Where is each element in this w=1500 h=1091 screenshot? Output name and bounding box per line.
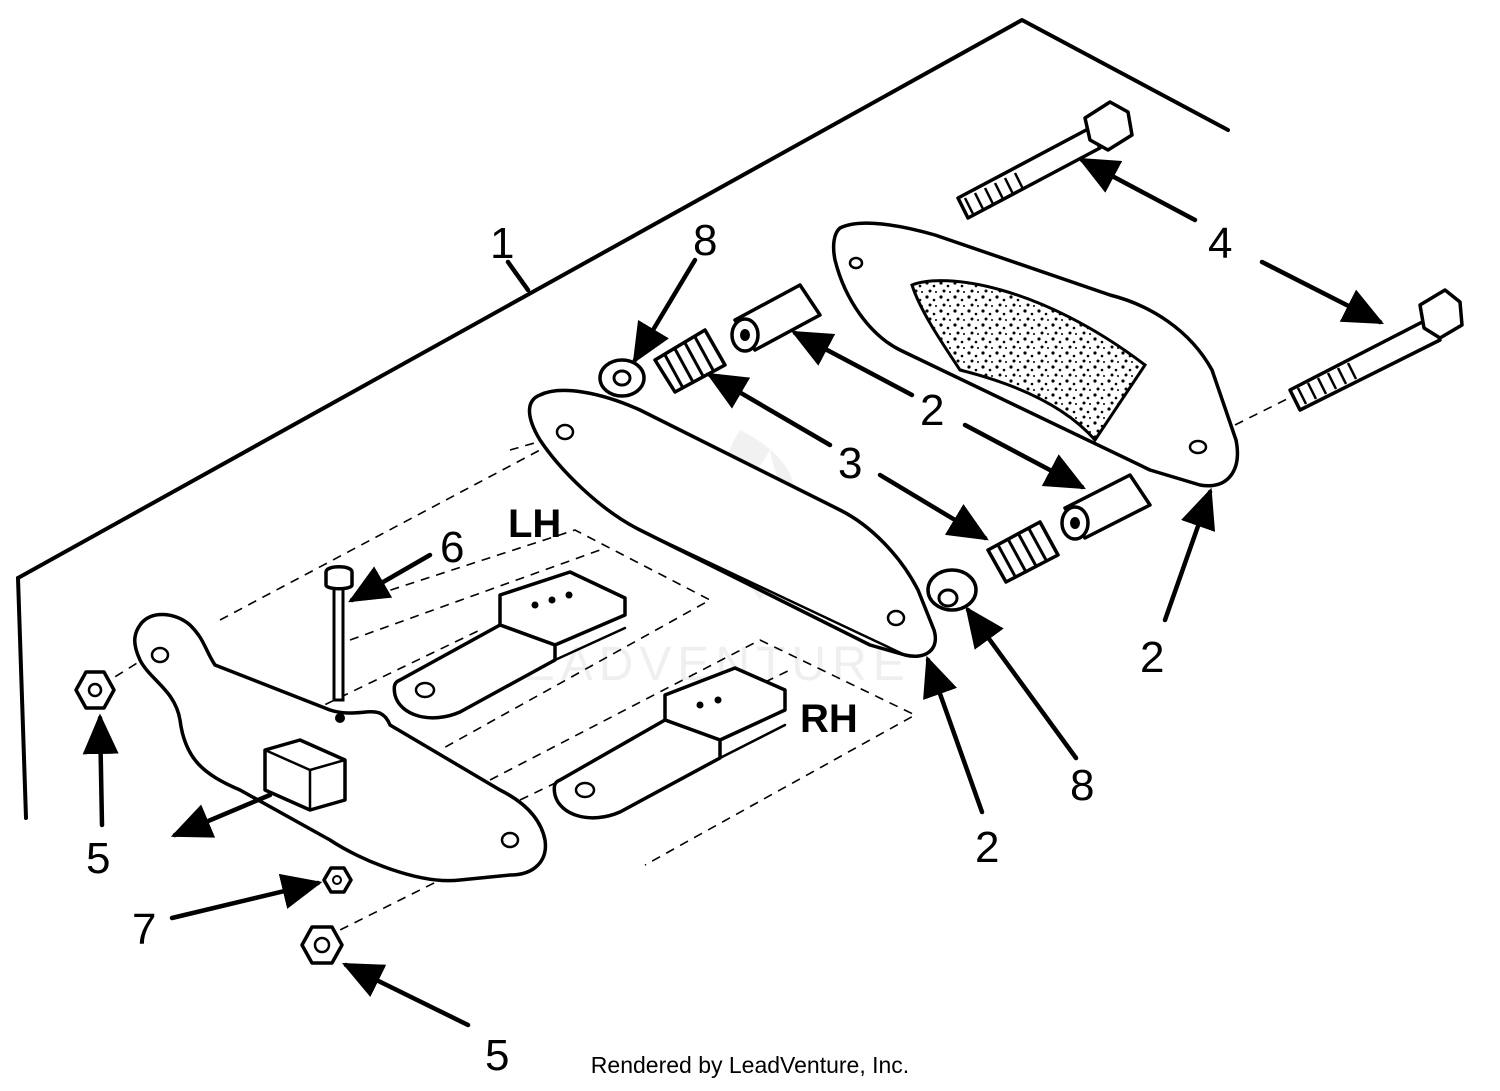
- callout-5-lower: 5: [485, 1031, 509, 1080]
- leader-lines: [82, 157, 1385, 1028]
- front-shoe-plate: [527, 388, 938, 658]
- label-rh: RH: [800, 697, 858, 741]
- spacer-lower: [1060, 473, 1152, 541]
- screw-item-6: [324, 565, 354, 702]
- callout-8-upper: 8: [693, 216, 717, 265]
- frame-outline: [16, 18, 1230, 820]
- washer-lower: [926, 568, 978, 612]
- bolt-lower: [1288, 288, 1464, 412]
- nut-small: [322, 866, 353, 894]
- callout-6: 6: [440, 523, 464, 572]
- callout-2-lower: 2: [975, 823, 999, 872]
- callout-2-upper: 2: [920, 386, 944, 435]
- spacer-upper: [730, 283, 822, 353]
- footer-credit: Rendered by LeadVenture, Inc.: [590, 1052, 910, 1078]
- callout-5-left: 5: [86, 834, 110, 883]
- lh-bracket: [392, 570, 627, 720]
- spring-upper: [653, 328, 727, 394]
- callout-4: 4: [1208, 219, 1232, 268]
- spring-lower: [986, 520, 1060, 584]
- nut-lower: [300, 925, 344, 965]
- callout-1: 1: [490, 219, 514, 268]
- bolt-upper: [956, 100, 1134, 220]
- label-lh: LH: [508, 502, 561, 546]
- back-shoe-plate: [831, 221, 1239, 488]
- washer-upper: [598, 358, 646, 398]
- callout-2-right: 2: [1140, 633, 1164, 682]
- callout-7: 7: [132, 905, 156, 954]
- brake-arm: [133, 612, 548, 883]
- callout-3: 3: [838, 439, 862, 488]
- callout-8-lower: 8: [1070, 761, 1094, 810]
- rh-bracket: [552, 666, 787, 820]
- nut-upper-left: [74, 670, 116, 710]
